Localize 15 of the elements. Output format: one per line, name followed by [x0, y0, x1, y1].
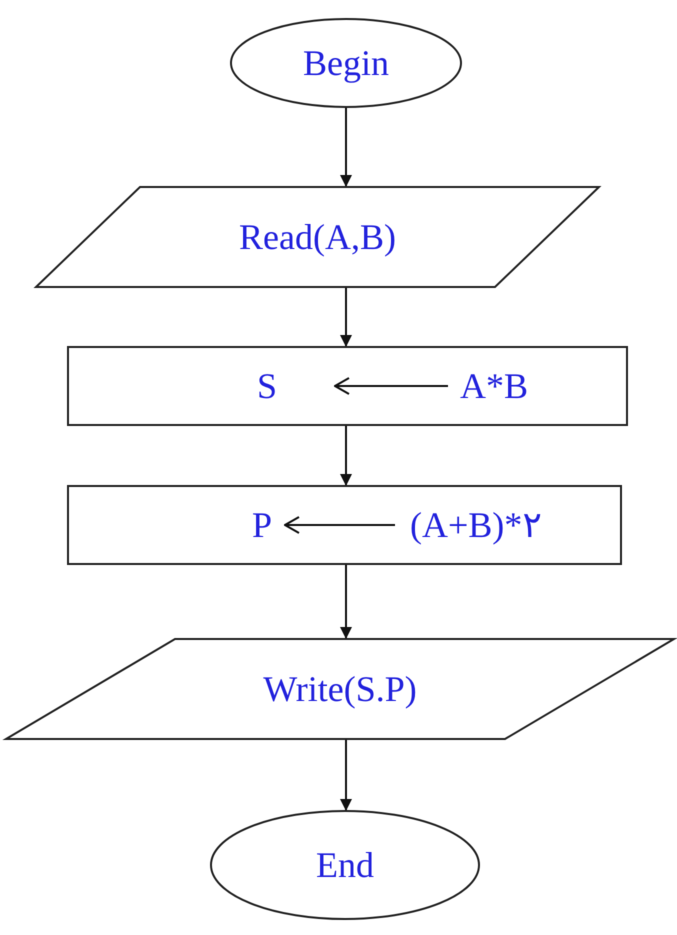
flow-arrow — [340, 740, 352, 811]
flow-arrow — [340, 426, 352, 486]
node-label: Read(A,B) — [239, 216, 396, 258]
assignment-arrow — [334, 377, 448, 395]
expression-label: (A+B)*٢ — [410, 504, 542, 546]
expression-label: A*B — [460, 365, 528, 407]
flow-arrow — [340, 108, 352, 187]
node-label: Write(S.P) — [263, 668, 417, 710]
node-label: End — [316, 844, 374, 886]
flow-arrow — [340, 565, 352, 639]
flow-arrow — [340, 288, 352, 347]
variable-label: S — [257, 365, 278, 407]
node-label: Begin — [303, 42, 389, 84]
variable-label: P — [252, 504, 272, 546]
assignment-arrow — [284, 516, 395, 534]
